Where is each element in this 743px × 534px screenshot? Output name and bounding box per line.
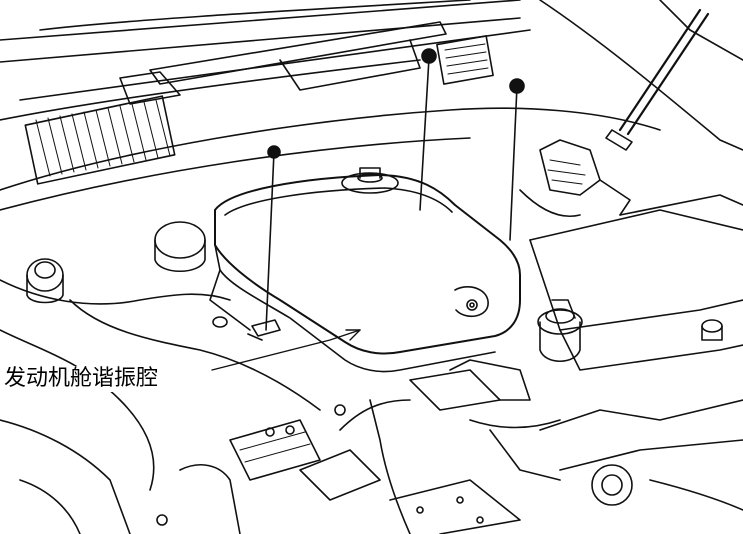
lower-components bbox=[156, 359, 743, 534]
battery-area bbox=[519, 139, 743, 371]
left-engine-parts bbox=[0, 221, 321, 534]
resonator-callout-label: 发动机舱谐振腔 bbox=[2, 366, 161, 392]
engine-bay-resonator bbox=[209, 167, 521, 373]
label-leader bbox=[211, 329, 361, 371]
hood-strut bbox=[539, 0, 743, 151]
bolt-marker bbox=[267, 145, 281, 159]
bolt-marker bbox=[421, 48, 437, 64]
bolt-marker bbox=[509, 78, 525, 94]
bolt-callouts bbox=[247, 48, 525, 341]
hood-area bbox=[0, 0, 661, 211]
